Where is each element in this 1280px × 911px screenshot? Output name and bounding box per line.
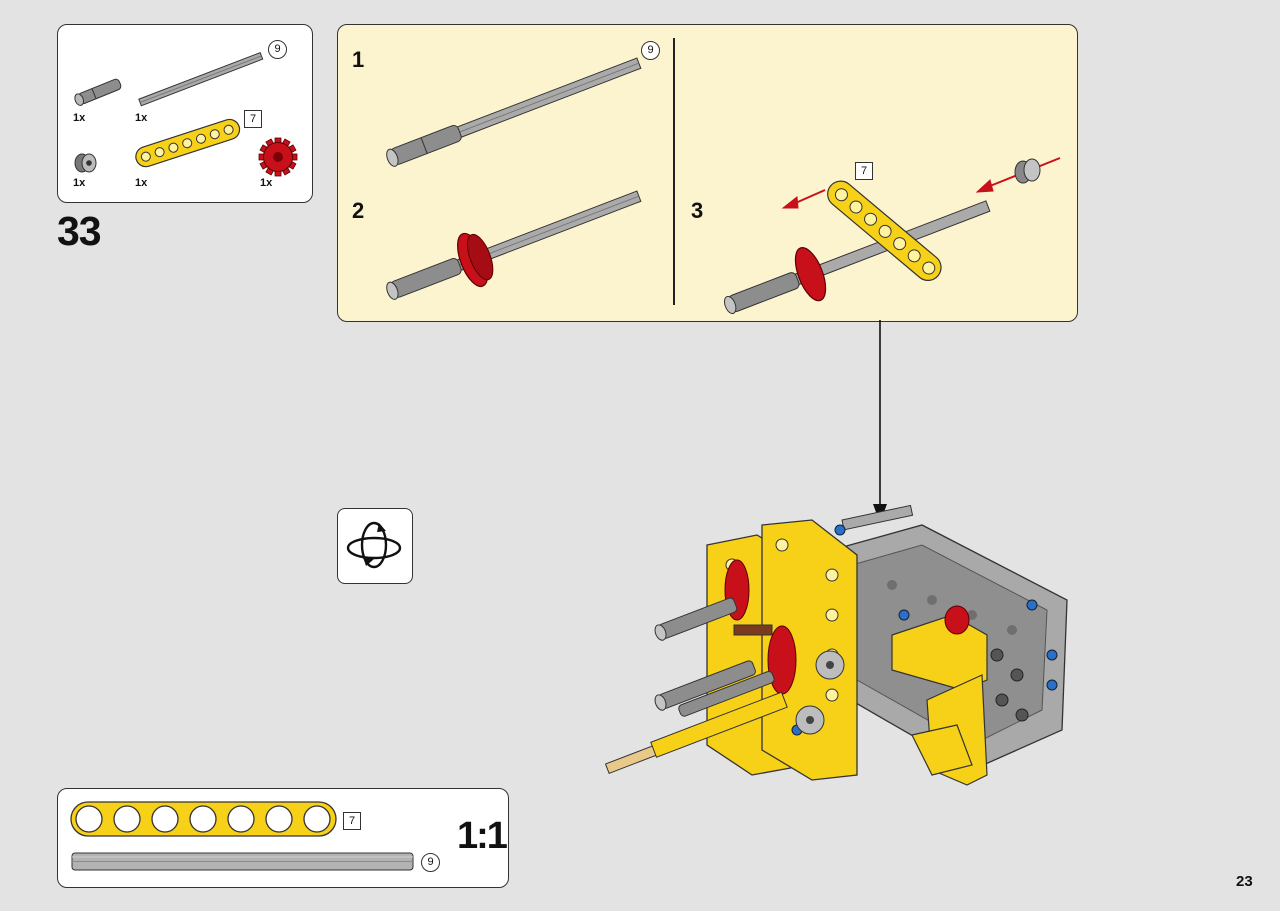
part-qty: 1x bbox=[135, 112, 148, 124]
scale-axle bbox=[71, 852, 414, 871]
connector-arrow bbox=[873, 320, 887, 523]
substep-2-illustration bbox=[386, 190, 642, 300]
part-qty: 1x bbox=[73, 112, 86, 124]
substep-1-illustration bbox=[386, 57, 642, 167]
substep-label: 1 bbox=[352, 47, 365, 72]
assembled-model-illustration bbox=[604, 504, 1068, 786]
beam-length-callout: 7 bbox=[343, 812, 361, 830]
gear-part bbox=[258, 137, 298, 177]
part-qty: 1x bbox=[135, 177, 148, 189]
substep-label: 3 bbox=[691, 198, 704, 223]
axle-length-callout: 9 bbox=[268, 40, 287, 59]
part-qty: 1x bbox=[260, 177, 273, 189]
substep-divider bbox=[673, 38, 675, 305]
axle-length-callout: 9 bbox=[641, 41, 660, 60]
beam-part bbox=[135, 118, 241, 168]
axle-length-callout: 9 bbox=[421, 853, 440, 872]
substep-label: 2 bbox=[352, 198, 365, 223]
bushing-part bbox=[74, 153, 97, 173]
scale-label: 1:1 bbox=[457, 815, 508, 857]
part-qty: 1x bbox=[73, 177, 86, 189]
step-number: 33 bbox=[57, 208, 102, 254]
connector-peg-part bbox=[74, 78, 122, 106]
rotate-model-icon bbox=[346, 521, 402, 569]
axle-part bbox=[138, 51, 264, 107]
beam-length-callout: 7 bbox=[855, 162, 873, 180]
page-number: 23 bbox=[1236, 873, 1253, 890]
substep-3-illustration bbox=[724, 157, 1061, 315]
scale-beam bbox=[70, 801, 337, 837]
beam-length-callout: 7 bbox=[244, 110, 262, 128]
